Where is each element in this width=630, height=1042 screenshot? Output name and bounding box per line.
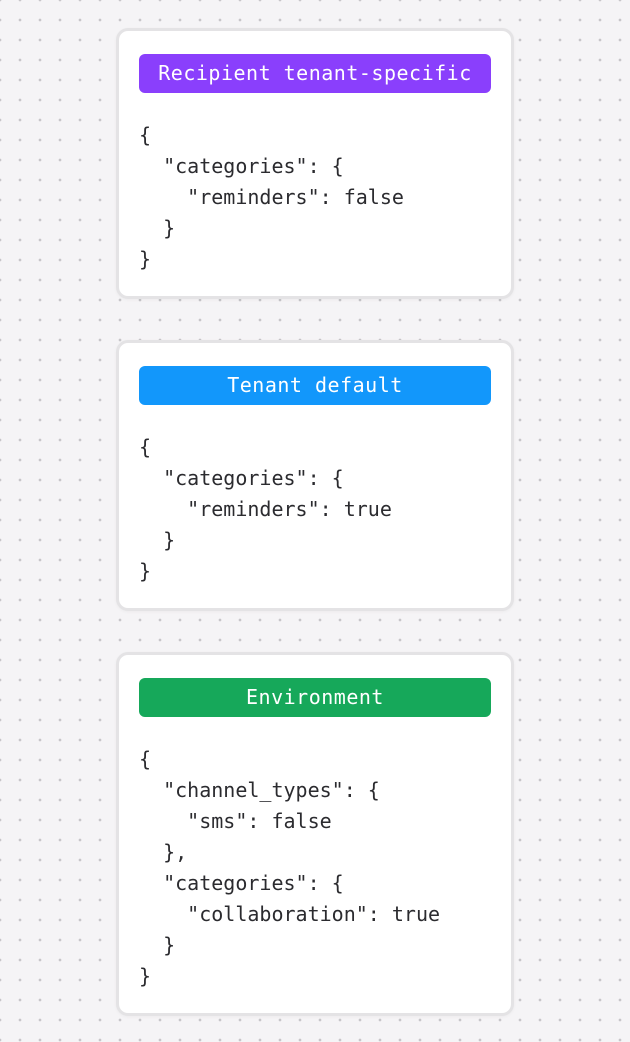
recipient-tenant-specific-json: { "categories": { "reminders": false } } xyxy=(139,123,404,271)
tenant-default-card: Tenant default { "categories": { "remind… xyxy=(116,340,514,611)
environment-json: { "channel_types": { "sms": false }, "ca… xyxy=(139,747,441,988)
environment-badge: Environment xyxy=(139,678,491,717)
environment-card: Environment { "channel_types": { "sms": … xyxy=(116,652,514,1016)
tenant-default-json: { "categories": { "reminders": true } } xyxy=(139,435,392,583)
recipient-tenant-specific-card: Recipient tenant-specific { "categories"… xyxy=(116,28,514,299)
tenant-default-badge: Tenant default xyxy=(139,366,491,405)
recipient-tenant-specific-badge: Recipient tenant-specific xyxy=(139,54,491,93)
